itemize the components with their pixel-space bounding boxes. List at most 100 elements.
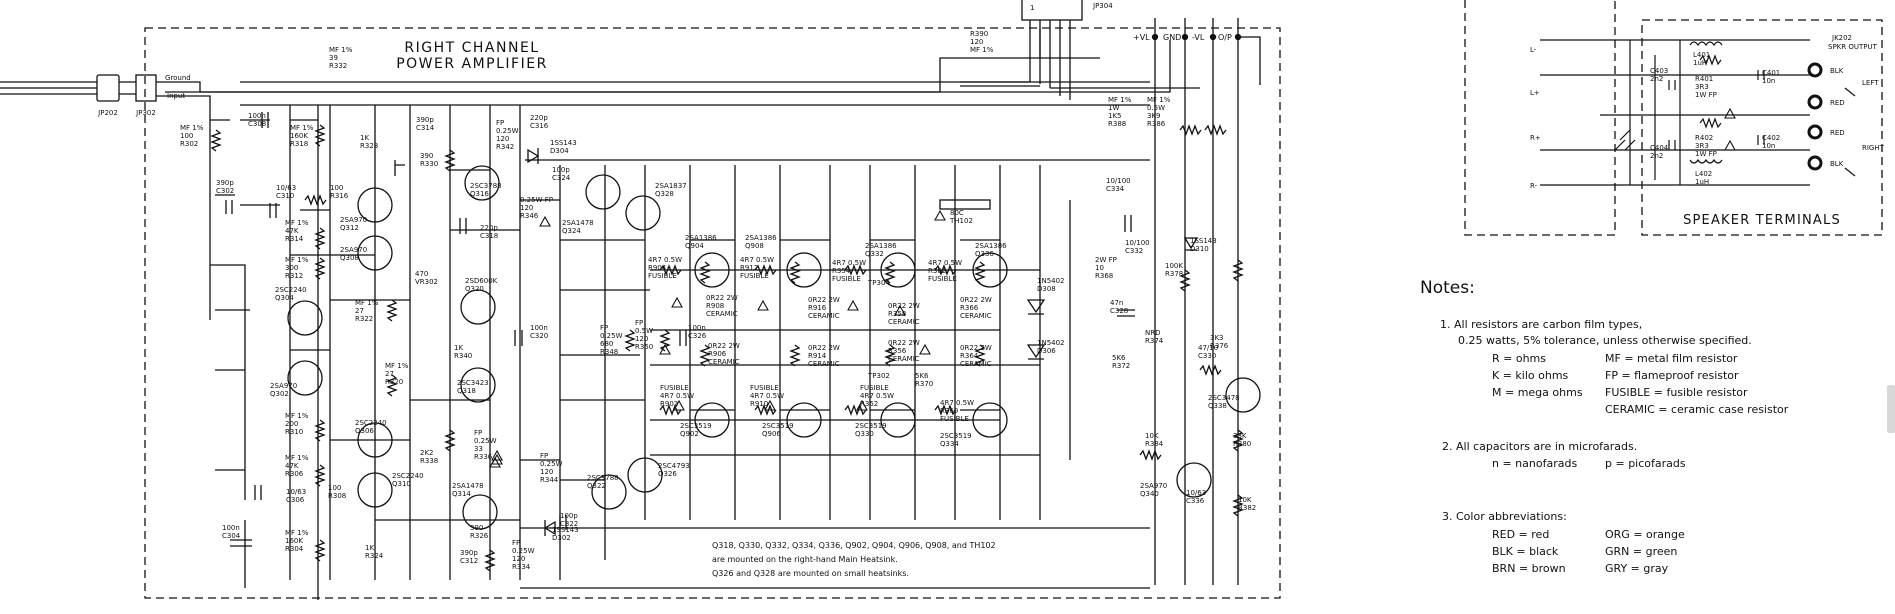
component-label: 1W	[1108, 104, 1119, 112]
speaker-rail-label: R-	[1530, 182, 1538, 190]
transistor-symbol	[287, 360, 323, 396]
transistor-symbol	[462, 494, 498, 530]
component-label: 2SC3478	[1208, 394, 1240, 402]
note-definition: RED = red	[1492, 528, 1549, 541]
component-label: Q328	[655, 190, 674, 198]
component-label: CERAMIC	[888, 355, 920, 363]
component-label: 4R7 0.5W	[940, 399, 974, 407]
speaker-component-label: R401	[1695, 75, 1713, 83]
component-label: 2SC2240	[392, 472, 424, 480]
component-label: Q312	[340, 224, 359, 232]
component-label: 120	[635, 335, 648, 343]
component-label: 220p	[480, 224, 498, 232]
component-label: R336	[474, 453, 493, 461]
component-label: R914	[808, 352, 827, 360]
heatsink-note-line: Q326 and Q328 are mounted on small heats…	[712, 569, 909, 578]
component-label: 1K5	[1108, 112, 1122, 120]
speaker-terminal-left-black[interactable]	[1807, 62, 1823, 78]
component-label: R372	[1112, 362, 1130, 370]
component-label: 100n	[248, 112, 266, 120]
th102-thermistor	[939, 199, 991, 210]
scrollbar-thumb[interactable]	[1887, 385, 1895, 433]
component-label: R382	[1238, 504, 1256, 512]
component-label: MF 1%	[285, 454, 309, 462]
component-label: D308	[1037, 285, 1056, 293]
component-label: R910	[750, 400, 768, 408]
speaker-component-label: 3R3	[1695, 83, 1709, 91]
component-label: Q340	[1140, 490, 1159, 498]
component-label: 0R22 2W	[960, 296, 992, 304]
component-label: C316	[530, 122, 549, 130]
speaker-terminal-right-black[interactable]	[1807, 155, 1823, 171]
component-label: 2SA1386	[745, 234, 777, 242]
component-label: 2SC4793	[658, 462, 690, 470]
speaker-terminal-left-red[interactable]	[1807, 94, 1823, 110]
note-line: 2. All capacitors are in microfarads.	[1442, 440, 1637, 453]
speaker-rail-label: R+	[1530, 134, 1541, 142]
component-label: 1N5402	[1037, 277, 1065, 285]
component-label: FUSIBLE	[860, 384, 889, 392]
speaker-output-label: BLK	[1830, 160, 1844, 168]
component-label: 2SC3519	[855, 422, 887, 430]
component-label: 4R7 0.5W	[750, 392, 784, 400]
component-label: C302	[216, 187, 234, 195]
speaker-component-label: 2n2	[1650, 152, 1663, 160]
note-line: 3. Color abbreviations:	[1442, 510, 1567, 523]
component-label: R358	[888, 310, 906, 318]
component-label: R354	[832, 267, 851, 275]
note-definition: M = mega ohms	[1492, 386, 1583, 399]
component-label: 4R7 0.5W	[860, 392, 894, 400]
component-label: R320	[385, 378, 403, 386]
component-label: R344	[540, 476, 559, 484]
component-label: 2SA1478	[452, 482, 484, 490]
component-label: Q330	[855, 430, 874, 438]
component-label: 2SA970	[1140, 482, 1167, 490]
transistor-symbol	[357, 472, 393, 508]
speaker-rail-label: L+	[1530, 89, 1540, 97]
component-label: 300	[285, 264, 298, 272]
component-label: Q310	[392, 480, 411, 488]
component-label: 2SA970	[340, 246, 367, 254]
transistor-symbol	[694, 402, 730, 438]
component-label: R318	[290, 140, 308, 148]
component-label: 3K9	[1147, 112, 1161, 120]
component-label: 680	[600, 340, 613, 348]
component-label: C314	[416, 124, 435, 132]
component-label: C306	[286, 496, 305, 504]
component-label: 39	[329, 54, 338, 62]
note-line: 1. All resistors are carbon film types,	[1440, 318, 1642, 331]
speaker-terminal-right-red[interactable]	[1807, 124, 1823, 140]
component-label: R328	[360, 142, 378, 150]
component-label: R322	[355, 315, 373, 323]
component-label: TH102	[949, 217, 973, 225]
component-label: 0R22 2W	[708, 342, 740, 350]
warning-triangle-icon	[847, 299, 859, 311]
component-label: MF 1%	[329, 46, 353, 54]
speaker-component-label: C401	[1762, 69, 1780, 77]
component-label: MF 1%	[385, 362, 409, 370]
speaker-component-label: 10n	[1762, 142, 1775, 150]
component-label: 2SA970	[340, 216, 367, 224]
component-label: 120	[520, 204, 533, 212]
warning-triangle-icon	[764, 399, 776, 411]
warning-triangle-icon	[673, 399, 685, 411]
connector-label: JP304	[1092, 2, 1113, 10]
component-label: 2SC2240	[275, 286, 307, 294]
component-label: R338	[420, 457, 438, 465]
component-label: Q302	[270, 390, 289, 398]
speaker-jack-label: SPKR OUTPUT	[1828, 43, 1878, 51]
speaker-rail-label: L-	[1530, 46, 1537, 54]
component-label: 390	[420, 152, 433, 160]
component-label: R378	[1165, 270, 1183, 278]
component-label: 100p	[560, 512, 578, 520]
component-label: 390p	[216, 179, 234, 187]
component-label: 0.5W	[1147, 104, 1165, 112]
transistor-symbol	[880, 402, 916, 438]
component-label: D302	[552, 534, 571, 542]
transistor-symbol	[694, 252, 730, 288]
component-label: Q906	[762, 430, 781, 438]
component-label: 1SS143	[552, 526, 579, 534]
component-label: 0.25W	[512, 547, 535, 555]
component-label: 200	[285, 420, 298, 428]
